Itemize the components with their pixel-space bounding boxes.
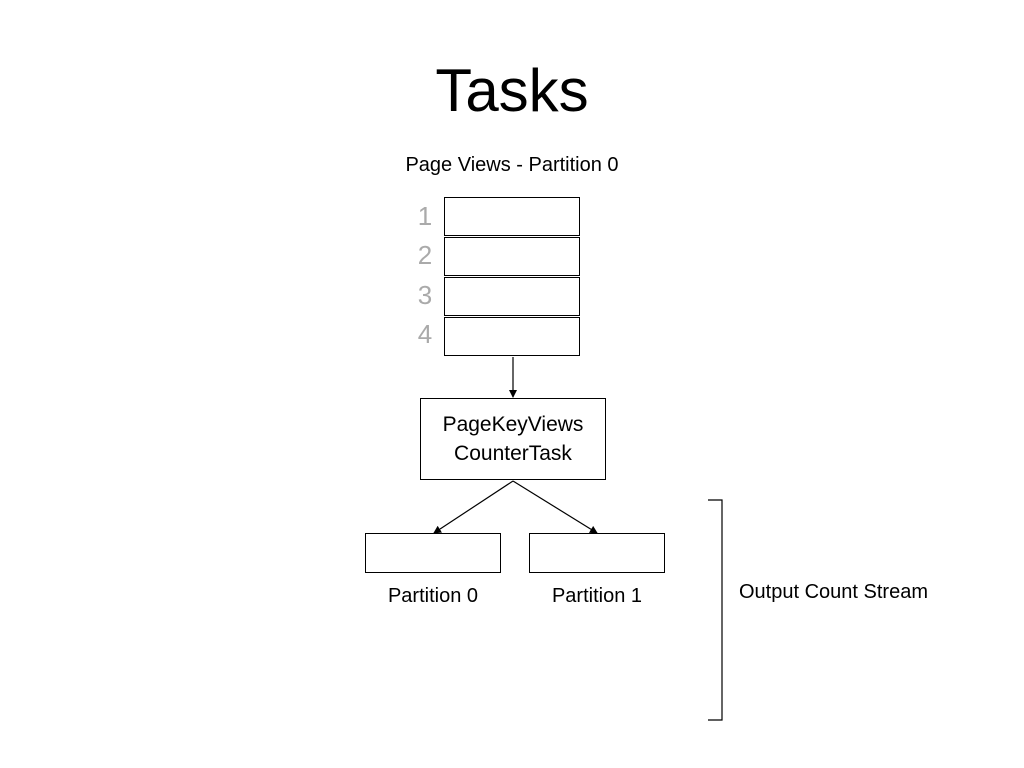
task-name-line-1: PageKeyViews <box>442 413 584 436</box>
output-partition-1-label: Partition 1 <box>551 585 643 607</box>
output-partition-0-label: Partition 0 <box>387 585 479 607</box>
output-stream-label: Output Count Stream <box>739 581 928 603</box>
output-stream-bracket <box>708 499 723 721</box>
offset-label-4: 4 <box>417 319 433 349</box>
log-entry-2 <box>444 237 580 276</box>
log-entry-4 <box>444 317 580 356</box>
task-to-partition-0-arrow <box>433 480 514 534</box>
task-name-line-2: CounterTask <box>454 442 572 465</box>
slide-title: Tasks <box>435 57 589 124</box>
input-partition-label: Page Views - Partition 0 <box>405 154 619 176</box>
log-entry-1 <box>444 197 580 236</box>
task-to-partition-1-arrow <box>512 480 598 534</box>
log-entry-3 <box>444 277 580 316</box>
offset-label-2: 2 <box>417 240 433 270</box>
output-partition-0-box <box>365 533 501 573</box>
offset-label-1: 1 <box>417 201 433 231</box>
offset-label-3: 3 <box>417 280 433 310</box>
output-partition-1-box <box>529 533 665 573</box>
counter-task-box: PageKeyViews CounterTask <box>420 398 606 480</box>
